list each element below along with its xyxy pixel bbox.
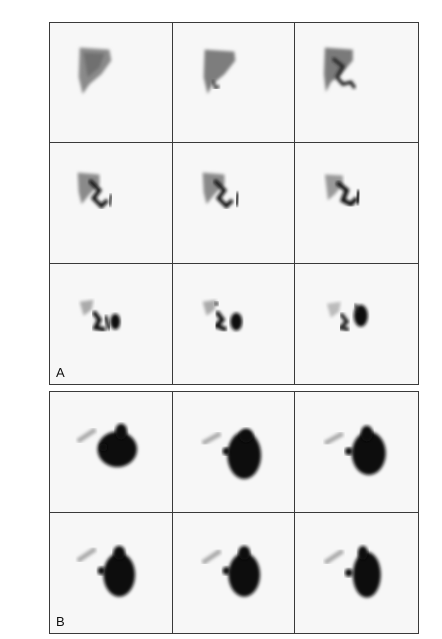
panel-b: B bbox=[49, 391, 419, 634]
scan-frame-b6 bbox=[295, 512, 418, 633]
scan-frame-a7: A bbox=[50, 263, 173, 384]
scan-frame-a5 bbox=[172, 143, 296, 264]
scan-frame-a2 bbox=[172, 23, 296, 144]
panel-a-label: A bbox=[56, 365, 65, 380]
scan-frame-a9 bbox=[295, 263, 418, 384]
panel-b-label: B bbox=[56, 614, 65, 629]
scan-frame-a6 bbox=[295, 143, 418, 264]
scan-frame-b2 bbox=[172, 392, 296, 513]
scan-frame-a4 bbox=[50, 143, 173, 264]
scan-frame-a3 bbox=[295, 23, 418, 144]
scan-frame-b3 bbox=[295, 392, 418, 513]
scan-frame-a1 bbox=[50, 23, 173, 144]
scan-frame-b5 bbox=[172, 512, 296, 633]
scan-frame-b4: B bbox=[50, 512, 173, 633]
panel-a: A bbox=[49, 22, 419, 385]
scan-frame-a8 bbox=[172, 263, 296, 384]
scan-frame-b1 bbox=[50, 392, 173, 513]
